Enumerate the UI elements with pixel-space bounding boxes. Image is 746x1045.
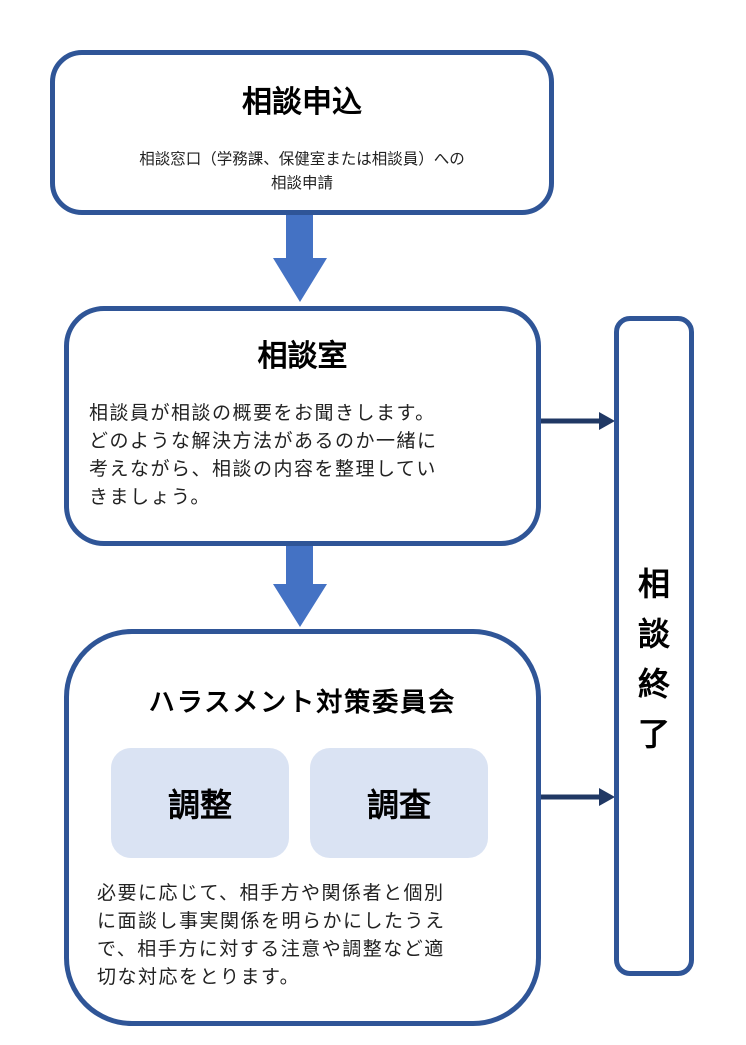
description-line: どのような解決方法があるのか一緒に xyxy=(89,430,438,452)
step-consultation-end: 相 談 終 了 xyxy=(614,316,694,976)
end-title-char: 相 xyxy=(637,565,670,603)
description-line: 相談員が相談の概要をお聞きします。 xyxy=(89,402,436,424)
description-line: で、相手方に対する注意や調整など適 xyxy=(97,938,445,960)
step-title: 相談申込 xyxy=(242,85,362,120)
step-consultation-application: 相談申込 相談窓口（学務課、保健室または相談員）への 相談申請 xyxy=(50,50,554,215)
end-title-char: 了 xyxy=(637,715,670,753)
end-title-char: 終 xyxy=(637,665,670,703)
description-line: 切な対応をとります。 xyxy=(97,966,301,988)
sub-item-investigation: 調査 xyxy=(310,748,488,858)
side-arrow-1-head xyxy=(599,412,615,430)
side-arrow-2-head xyxy=(599,788,615,806)
step-title: 相談室 xyxy=(257,339,348,374)
description-line: 必要に応じて、相手方や関係者と個別 xyxy=(97,882,445,904)
step-description: 必要に応じて、相手方や関係者と個別 に面談し事実関係を明らかにしたうえ で、相手… xyxy=(97,879,516,991)
description-line: 考えながら、相談の内容を整理してい xyxy=(89,458,437,480)
description-line: 相談申請 xyxy=(270,174,333,192)
end-title: 相 談 終 了 xyxy=(619,559,689,759)
end-title-char: 談 xyxy=(637,615,670,653)
sub-item-adjustment: 調整 xyxy=(111,748,289,858)
step-consultation-room: 相談室 相談員が相談の概要をお聞きします。 どのような解決方法があるのか一緒に … xyxy=(64,306,541,546)
step-description: 相談窓口（学務課、保健室または相談員）への 相談申請 xyxy=(55,147,549,195)
description-line: 相談窓口（学務課、保健室または相談員）への xyxy=(139,150,465,168)
down-arrow-2 xyxy=(273,546,327,627)
description-line: に面談し事実関係を明らかにしたうえ xyxy=(97,910,446,932)
down-arrow-1 xyxy=(273,214,327,302)
step-description: 相談員が相談の概要をお聞きします。 どのような解決方法があるのか一緒に 考えなが… xyxy=(89,399,516,511)
step-title: ハラスメント対策委員会 xyxy=(148,688,457,718)
description-line: きましょう。 xyxy=(89,486,211,508)
step-harassment-committee: ハラスメント対策委員会 調整 調査 必要に応じて、相手方や関係者と個別 に面談し… xyxy=(64,629,541,1026)
